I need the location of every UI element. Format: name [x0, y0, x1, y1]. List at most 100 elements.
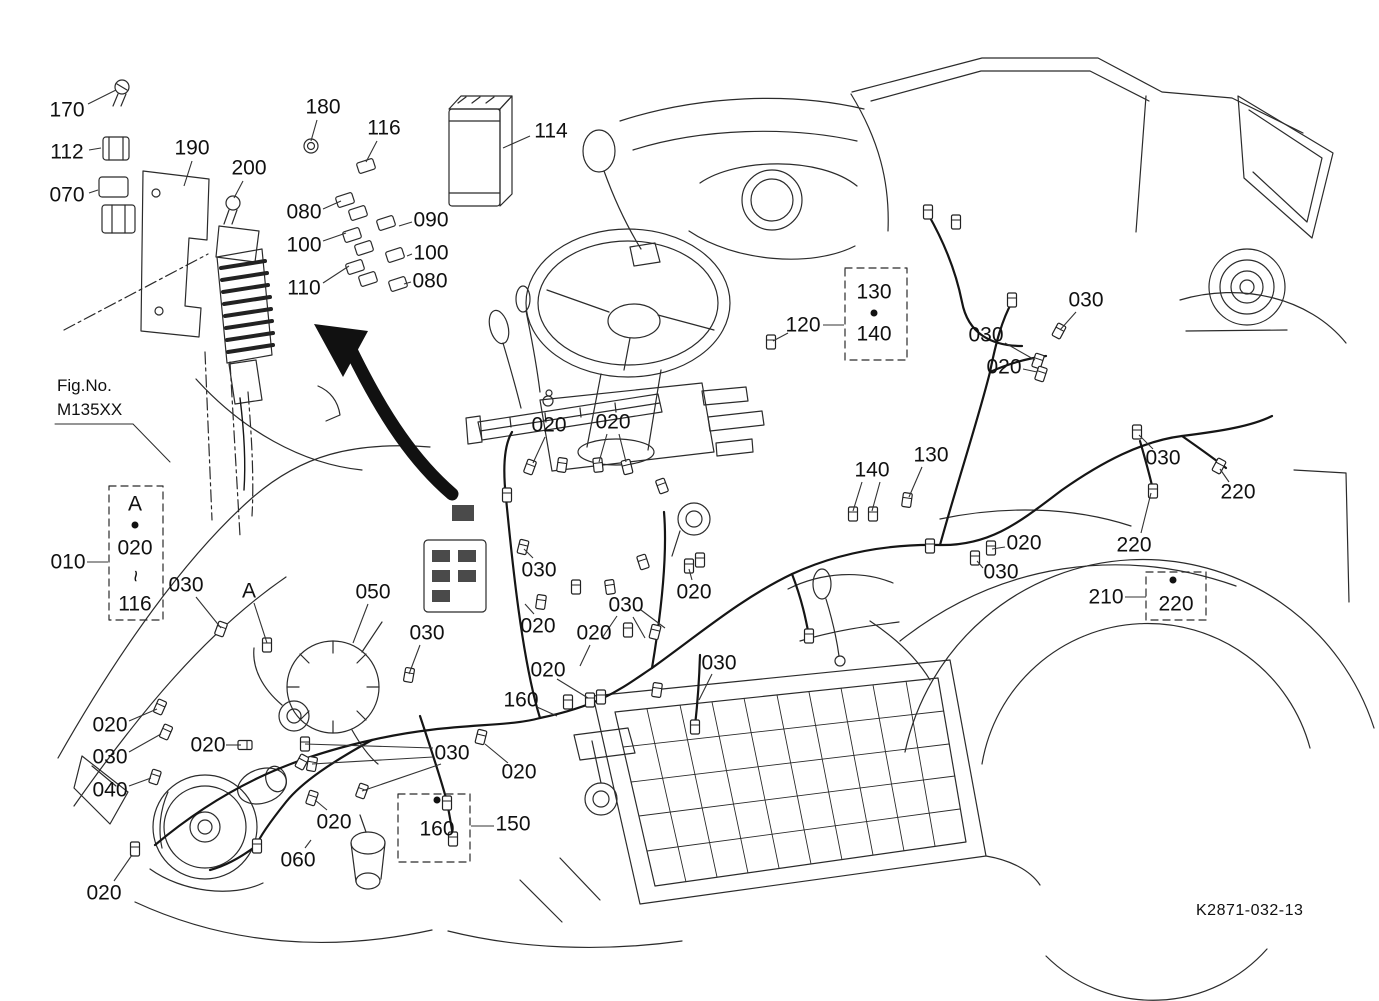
callout-leader-line: [87, 89, 117, 105]
callout-leader-line: [352, 603, 369, 644]
connector-symbol: [1211, 457, 1227, 475]
fig-no-label: Fig.No.: [57, 376, 112, 395]
connector-symbol: [985, 540, 997, 556]
connector-symbol: [556, 457, 568, 473]
drawing-code: K2871-032-13: [1196, 902, 1304, 919]
callout-leader-line: [398, 221, 413, 227]
connector-symbol: [535, 594, 547, 610]
callout-leader-line: [640, 609, 666, 629]
oil-cylinder: [350, 814, 386, 890]
connector-symbol: [562, 694, 574, 710]
connector-symbol: [158, 723, 174, 741]
callout-leader-line: [361, 763, 442, 792]
connector-symbol: [595, 689, 607, 705]
connector-symbol: [251, 838, 263, 854]
callout-leader-line: [1022, 368, 1038, 373]
callout-leader-line: [772, 332, 789, 342]
connector-symbol: [305, 789, 319, 807]
callout-leader-line: [406, 253, 413, 257]
callout-leader-line: [523, 548, 534, 559]
callout-leader-line: [502, 135, 531, 149]
fig-no-value: M135XX: [57, 399, 123, 419]
connector-symbol: [651, 682, 663, 698]
callout-leader-line: [556, 678, 589, 699]
connector-symbol: [683, 558, 695, 574]
callout-leader-line: [88, 189, 99, 194]
callout-leader-line: [698, 673, 713, 701]
connector-symbol: [950, 214, 962, 230]
connector-symbol: [447, 831, 459, 847]
connector-symbol: [148, 768, 162, 786]
cab-frame: [851, 57, 1350, 603]
connector-symbol: [441, 795, 453, 811]
callout-leader-line: [304, 743, 434, 749]
callout-leader-line: [1140, 492, 1152, 534]
callout-leader-line: [532, 436, 546, 464]
frame-lines: [57, 378, 683, 949]
callout-leader-line: [1059, 311, 1077, 331]
callout-leader-line: [618, 433, 627, 463]
callout-leader-line: [183, 160, 193, 187]
connector-symbol: [294, 753, 310, 771]
connector-symbol: [648, 623, 662, 641]
bracket-assembly: [63, 79, 275, 537]
connector-symbol: [901, 492, 913, 508]
callout-leader-line: [128, 733, 162, 753]
connector-symbol: [924, 538, 936, 554]
connector-symbol: [689, 719, 701, 735]
connector-symbol: [592, 457, 604, 473]
connector-symbol: [402, 666, 416, 684]
callout-leader-line: [536, 706, 558, 717]
group-dots: [131, 309, 1177, 804]
callout-leader-line: [322, 232, 347, 242]
callout-leader-line: [579, 644, 591, 667]
callout-leader-line: [365, 140, 378, 163]
platform-grid: [592, 659, 1041, 905]
alternator: [253, 621, 383, 765]
callout-leader-line: [322, 265, 350, 284]
callout-leader-line: [688, 568, 693, 581]
fig-label-leader: [54, 423, 171, 463]
wheel-arcs: [899, 509, 1375, 1001]
direction-arrow: [314, 324, 459, 501]
callout-leader-line: [311, 756, 434, 765]
callout-leader-line: [632, 616, 646, 639]
connector-symbol: [1034, 365, 1048, 383]
callout-leader-line: [598, 433, 608, 463]
callout-leader-line: [1004, 342, 1036, 361]
callout-leader-line: [310, 119, 318, 142]
callout-leader-line: [128, 708, 158, 722]
connector-symbol: [152, 698, 168, 716]
connector-symbol: [237, 739, 253, 751]
connector-symbol: [570, 579, 582, 595]
callout-leader-line: [484, 743, 509, 764]
connector-symbol: [1006, 292, 1018, 308]
connector-symbol: [523, 458, 537, 476]
callout-leader-line: [524, 603, 535, 615]
callout-leader-line: [1138, 434, 1154, 450]
callout-leader-line: [314, 799, 328, 811]
figure-number: Fig.No. M135XX: [57, 374, 122, 422]
connector-symbol: [922, 204, 934, 220]
callout-leader-line: [88, 147, 102, 151]
center-parts: [423, 389, 931, 681]
connector-symbol: [620, 458, 634, 476]
steering-assembly: [488, 129, 765, 472]
connector-symbol: [501, 487, 513, 503]
connector-symbol: [129, 841, 141, 857]
callout-leader-line: [253, 602, 268, 644]
callout-leader-line: [233, 180, 244, 199]
connector-symbol: [655, 477, 669, 495]
connector-symbol: [765, 334, 777, 350]
callout-leader-line: [322, 200, 342, 210]
callout-leader-line: [908, 466, 923, 498]
connector-symbol: [636, 553, 650, 571]
callout-leader-line: [871, 481, 881, 512]
callout-leader-line: [976, 560, 984, 569]
starter-motor: [149, 765, 287, 892]
callout-leader-line: [852, 481, 863, 512]
callout-leader-line: [195, 596, 222, 629]
